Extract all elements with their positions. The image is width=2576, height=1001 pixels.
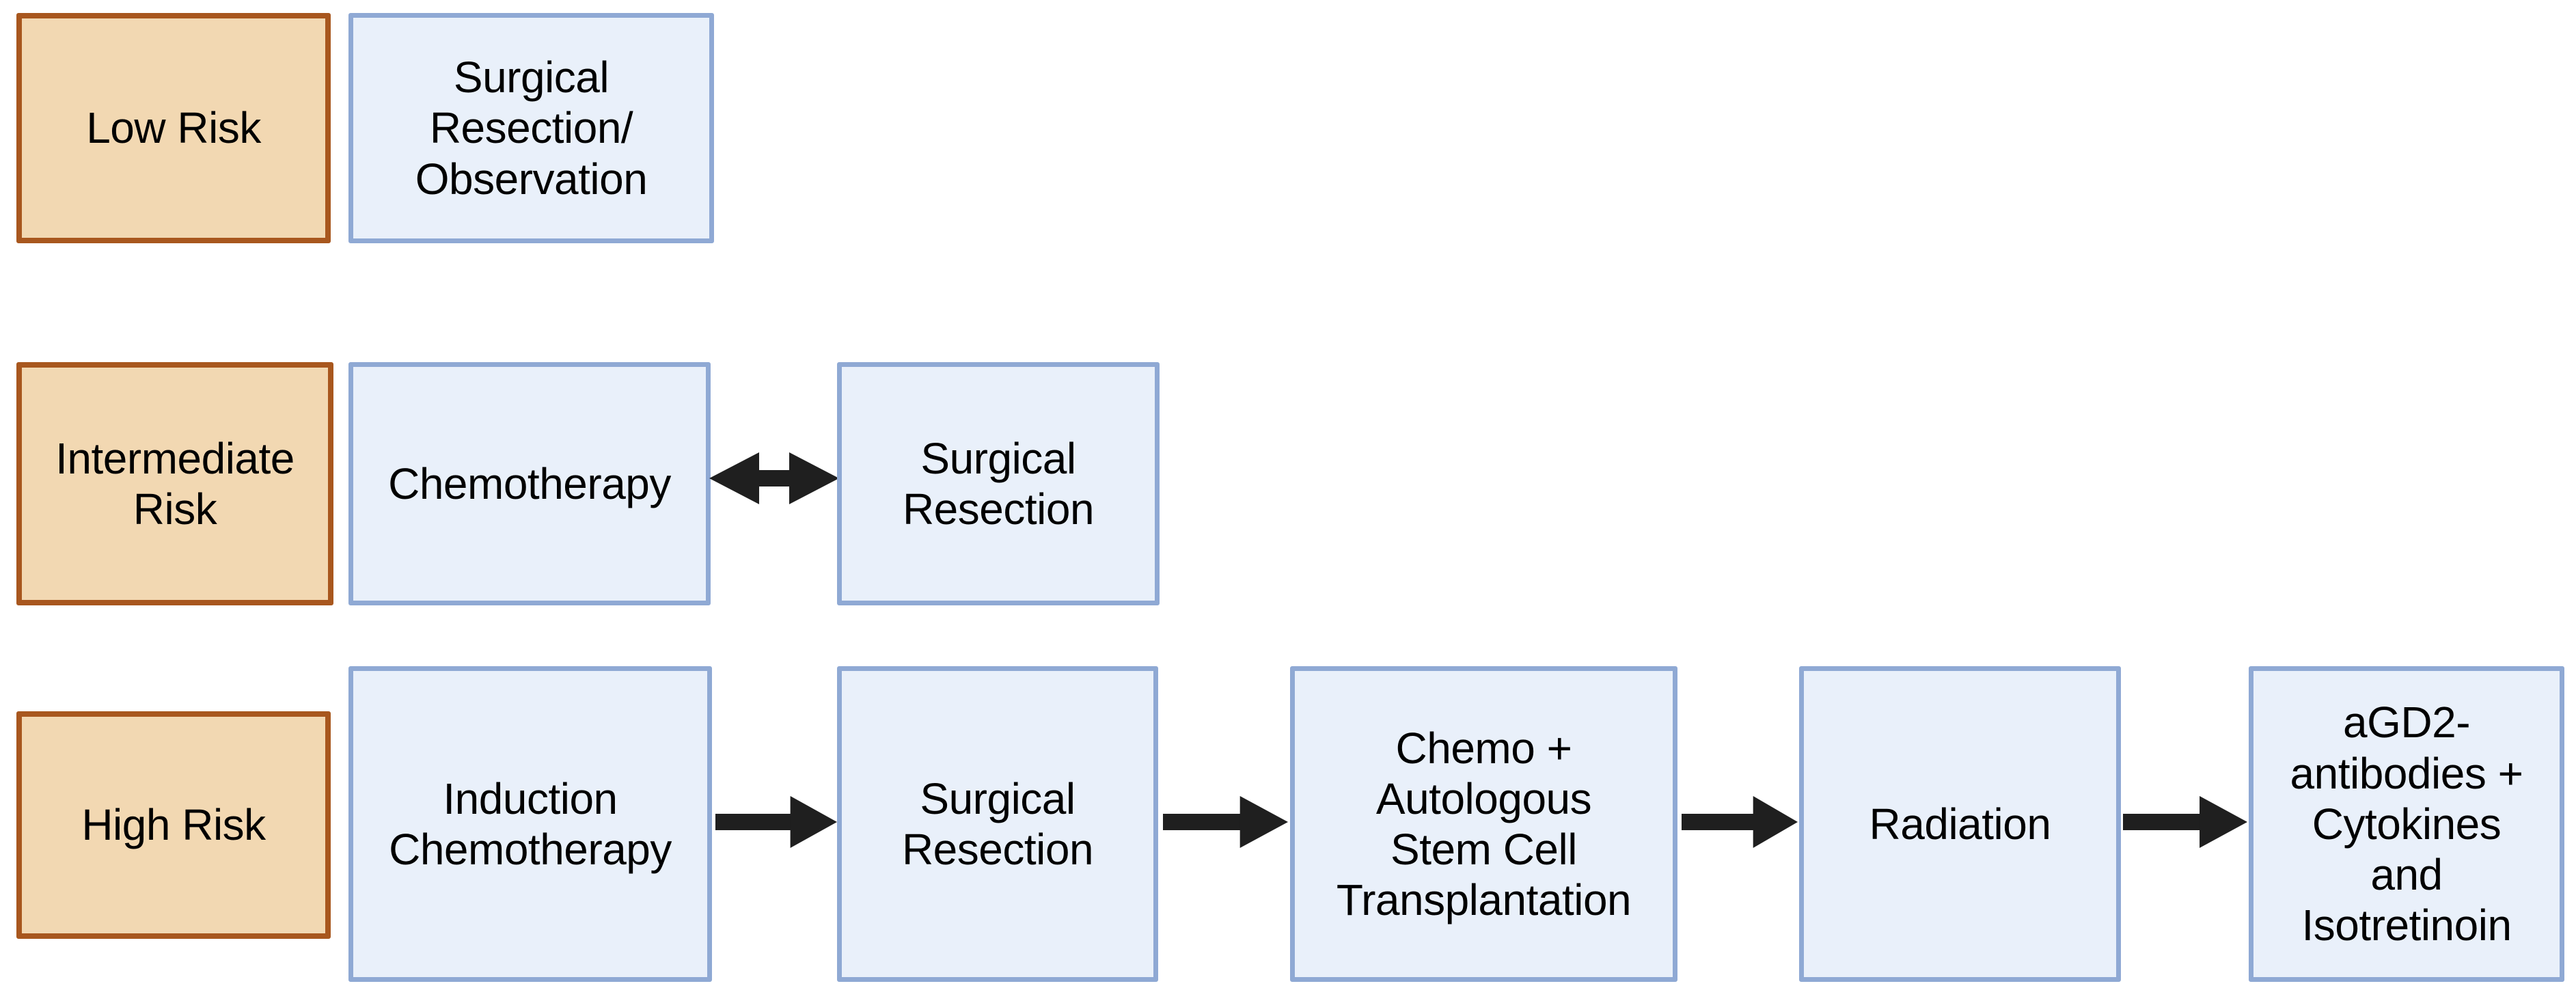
- arrow-right-icon: [2123, 795, 2247, 849]
- arrow-right-icon: [1163, 795, 1288, 849]
- arrow-right-icon: [715, 795, 837, 849]
- step-box-surgical-resection-observation: Surgical Resection/ Observation: [348, 13, 714, 243]
- risk-box-intermediate: Intermediate Risk: [16, 362, 333, 605]
- step-box-chemo-autologous-stem-cell-transplantation: Chemo + Autologous Stem Cell Transplanta…: [1290, 666, 1677, 982]
- step-box-radiation: Radiation: [1799, 666, 2121, 982]
- risk-box-high: High Risk: [16, 711, 331, 939]
- risk-box-low: Low Risk: [16, 13, 331, 243]
- step-box-chemotherapy: Chemotherapy: [348, 362, 711, 605]
- arrow-right-icon: [1682, 795, 1798, 849]
- double-headed-arrow-icon: [709, 451, 839, 506]
- step-box-induction-chemotherapy: Induction Chemotherapy: [348, 666, 712, 982]
- step-box-agd2-antibodies-cytokines-isotretinoin: aGD2- antibodies + Cytokines and Isotret…: [2249, 666, 2564, 982]
- step-box-surgical-resection-intermediate: Surgical Resection: [837, 362, 1160, 605]
- step-box-surgical-resection-high: Surgical Resection: [837, 666, 1158, 982]
